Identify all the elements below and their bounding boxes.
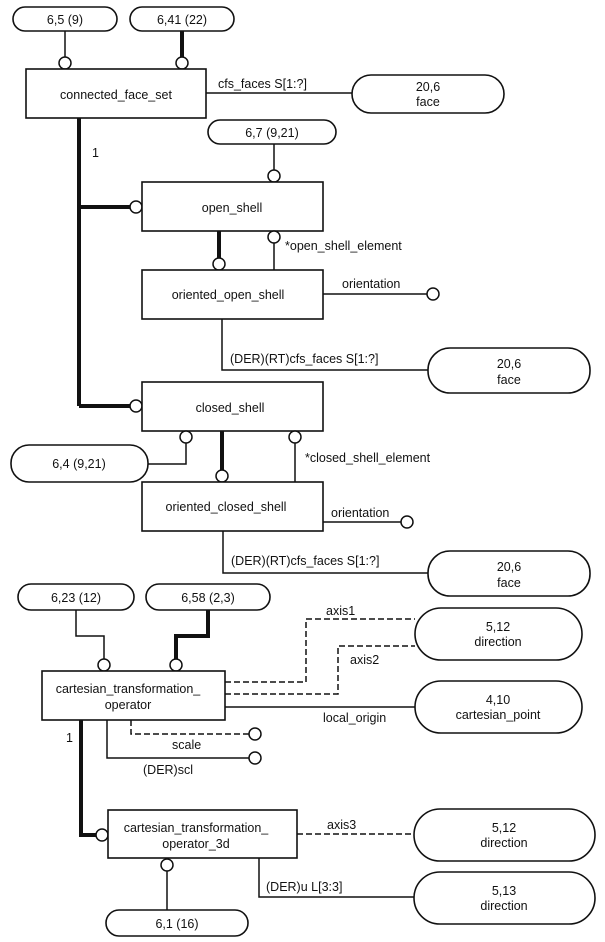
attribute-label-axis1: axis1 — [326, 604, 355, 618]
attribute-line — [221, 319, 428, 371]
entity-connected-face-set[interactable]: connected_face_set — [25, 68, 207, 119]
optional-attribute-line-scale — [130, 720, 249, 735]
relation-end-circle — [426, 287, 440, 301]
attribute-label-orientation: orientation — [342, 277, 400, 291]
ref-name: cartesian_point — [456, 708, 541, 722]
attribute-label-local-origin: local_origin — [323, 711, 386, 725]
page-ref-label: 6,41 (22) — [157, 13, 207, 27]
relation-end-circle — [267, 169, 281, 183]
entity-label-line2: operator — [105, 698, 152, 712]
page-ref-label: 6,23 (12) — [51, 591, 101, 605]
relation-end-circle — [248, 727, 262, 741]
relation-end-circle — [267, 230, 281, 244]
attribute-label-der-cfs-faces: (DER)(RT)cfs_faces S[1:?] — [231, 554, 379, 568]
attribute-line — [222, 531, 428, 574]
ref-face-1[interactable]: 20,6 face — [351, 74, 505, 114]
relation-end-circle — [169, 658, 183, 672]
attribute-line — [258, 858, 414, 898]
attribute-label-open-shell-element: *open_shell_element — [285, 239, 402, 253]
cardinality-label: 1 — [66, 731, 73, 745]
ref-name: direction — [474, 635, 521, 649]
optional-attribute-line-axis2 — [225, 645, 415, 695]
entity-label-line1: cartesian_transformation_ — [124, 821, 270, 835]
ref-direction-3[interactable]: 5,13 direction — [413, 871, 596, 925]
ref-name: direction — [480, 836, 527, 850]
relation-end-circle — [288, 430, 302, 444]
page-ref-label: 6,7 (9,21) — [245, 126, 299, 140]
entity-label: oriented_closed_shell — [166, 500, 287, 514]
entity-label: open_shell — [202, 201, 262, 215]
entity-oriented-open-shell[interactable]: oriented_open_shell — [141, 269, 324, 320]
page-ref-6-41[interactable]: 6,41 (22) — [129, 6, 235, 32]
ref-number: 5,12 — [486, 620, 510, 634]
ref-number: 20,6 — [497, 560, 521, 574]
ref-number: 20,6 — [416, 80, 440, 94]
page-ref-6-1[interactable]: 6,1 (16) — [105, 909, 249, 937]
page-ref-label: 6,4 (9,21) — [52, 457, 106, 471]
entity-open-shell[interactable]: open_shell — [141, 181, 324, 232]
entity-oriented-closed-shell[interactable]: oriented_closed_shell — [141, 481, 324, 532]
relation-end-circle — [97, 658, 111, 672]
relation-end-circle — [400, 515, 414, 529]
attribute-label-closed-shell-element: *closed_shell_element — [305, 451, 431, 465]
relation-end-circle — [129, 200, 143, 214]
relation-end-circle — [175, 56, 189, 70]
page-ref-label: 6,58 (2,3) — [181, 591, 235, 605]
attribute-label-orientation: orientation — [331, 506, 389, 520]
ref-face-2[interactable]: 20,6 face — [427, 347, 591, 394]
page-ref-6-4[interactable]: 6,4 (9,21) — [10, 444, 149, 483]
page-ref-6-5[interactable]: 6,5 (9) — [12, 6, 118, 32]
relation-line — [148, 443, 187, 465]
relation-end-circle — [95, 828, 109, 842]
ref-name: direction — [480, 899, 527, 913]
ref-name: face — [416, 95, 440, 109]
relation-end-circle — [215, 469, 229, 483]
ref-number: 5,13 — [492, 884, 516, 898]
page-ref-6-7[interactable]: 6,7 (9,21) — [207, 119, 337, 145]
entity-label-line1: cartesian_transformation_ — [56, 682, 202, 696]
page-ref-label: 6,1 (16) — [155, 917, 198, 931]
ref-face-3[interactable]: 20,6 face — [427, 550, 591, 597]
relation-end-circle — [129, 399, 143, 413]
attribute-label-axis2: axis2 — [350, 653, 379, 667]
relation-end-circle — [58, 56, 72, 70]
entity-cartesian-transformation-operator[interactable]: cartesian_transformation_ operator — [41, 670, 226, 721]
attribute-label-der-u: (DER)u L[3:3] — [266, 880, 342, 894]
ref-number: 20,6 — [497, 357, 521, 371]
page-ref-label: 6,5 (9) — [47, 13, 83, 27]
relation-end-circle — [248, 751, 262, 765]
attribute-label-cfs-faces: cfs_faces S[1:?] — [218, 77, 307, 91]
ref-name: face — [497, 576, 521, 590]
optional-attribute-line-axis1 — [225, 618, 415, 683]
entity-label-line2: operator_3d — [162, 837, 229, 851]
relation-line — [75, 610, 105, 659]
ref-direction-2[interactable]: 5,12 direction — [413, 808, 596, 862]
subtype-trunk-line — [79, 720, 96, 837]
entity-label: connected_face_set — [60, 88, 172, 102]
relation-end-circle — [160, 858, 174, 872]
ref-cartesian-point[interactable]: 4,10 cartesian_point — [414, 680, 583, 734]
attribute-line — [106, 720, 249, 759]
ref-number: 4,10 — [486, 693, 510, 707]
entity-label: closed_shell — [196, 401, 265, 415]
entity-closed-shell[interactable]: closed_shell — [141, 381, 324, 432]
entity-cartesian-transformation-operator-3d[interactable]: cartesian_transformation_ operator_3d — [107, 809, 298, 859]
attribute-label-der-cfs-faces: (DER)(RT)cfs_faces S[1:?] — [230, 352, 378, 366]
relation-end-circle — [179, 430, 193, 444]
relation-line-thick — [174, 610, 210, 659]
ref-name: face — [497, 373, 521, 387]
ref-number: 5,12 — [492, 821, 516, 835]
cardinality-label: 1 — [92, 146, 99, 160]
attribute-label-scale: scale — [172, 738, 201, 752]
relation-end-circle — [212, 257, 226, 271]
entity-label: oriented_open_shell — [172, 288, 285, 302]
page-ref-6-58[interactable]: 6,58 (2,3) — [145, 583, 271, 611]
page-ref-6-23[interactable]: 6,23 (12) — [17, 583, 135, 611]
attribute-label-der-scl: (DER)scl — [143, 763, 193, 777]
attribute-label-axis3: axis3 — [327, 818, 356, 832]
ref-direction-1[interactable]: 5,12 direction — [414, 607, 583, 661]
